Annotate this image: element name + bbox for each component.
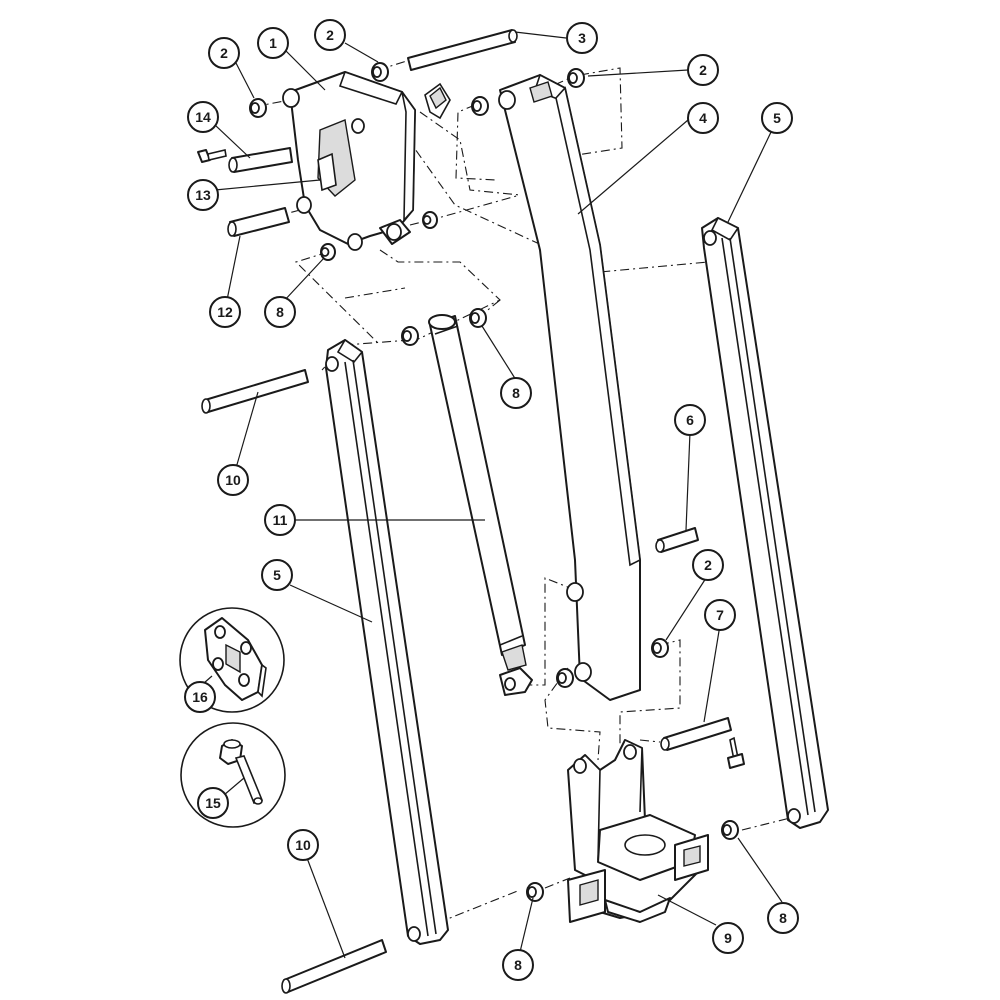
callout-9: 9 bbox=[712, 922, 744, 954]
svg-text:5: 5 bbox=[273, 567, 281, 583]
callout-3: 3 bbox=[566, 22, 598, 54]
callout-8-lower-left: 8 bbox=[502, 949, 534, 981]
callout-10-upper: 10 bbox=[217, 464, 249, 496]
callout-5-right: 5 bbox=[761, 102, 793, 134]
alignment-lines bbox=[234, 59, 791, 931]
svg-text:7: 7 bbox=[716, 607, 724, 623]
callouts: 1 2 2 2 2 3 4 5 5 6 7 8 8 8 8 9 10 10 11… bbox=[184, 19, 799, 981]
pin-10-top bbox=[201, 369, 309, 414]
bushing-arm-bottom-right bbox=[651, 638, 669, 658]
svg-text:1: 1 bbox=[269, 35, 277, 51]
callout-2-top-center: 2 bbox=[314, 19, 346, 51]
bushing-arm-top bbox=[471, 96, 489, 116]
pin-10-bottom bbox=[281, 939, 387, 994]
callout-8-upper-right: 8 bbox=[500, 377, 532, 409]
svg-text:2: 2 bbox=[699, 62, 707, 78]
bushing-plate-right bbox=[422, 211, 438, 229]
callout-7: 7 bbox=[704, 599, 736, 631]
pin-12 bbox=[227, 207, 290, 237]
part-9-base bbox=[567, 739, 709, 923]
pins bbox=[197, 29, 745, 994]
svg-text:8: 8 bbox=[276, 304, 284, 320]
callout-12: 12 bbox=[209, 296, 241, 328]
pin-14 bbox=[228, 147, 293, 173]
detail-15 bbox=[180, 722, 286, 828]
callout-4: 4 bbox=[687, 102, 719, 134]
svg-text:5: 5 bbox=[773, 110, 781, 126]
svg-text:16: 16 bbox=[192, 689, 208, 705]
callout-16: 16 bbox=[184, 681, 216, 713]
bushings bbox=[249, 62, 739, 902]
part-4-boom-arm bbox=[498, 73, 641, 701]
svg-text:3: 3 bbox=[578, 30, 586, 46]
callout-5-left: 5 bbox=[261, 559, 293, 591]
svg-text:9: 9 bbox=[724, 930, 732, 946]
bushing-arm-bottom-left bbox=[556, 668, 574, 688]
bolt-small-top bbox=[197, 149, 227, 163]
svg-text:2: 2 bbox=[220, 45, 228, 61]
bushing-base-right bbox=[721, 820, 739, 840]
svg-text:8: 8 bbox=[514, 957, 522, 973]
callout-2-top-right: 2 bbox=[687, 54, 719, 86]
svg-text:11: 11 bbox=[273, 512, 288, 528]
svg-text:15: 15 bbox=[205, 795, 221, 811]
bushing-cyl-right bbox=[469, 308, 487, 328]
svg-text:8: 8 bbox=[512, 385, 520, 401]
svg-text:12: 12 bbox=[217, 304, 233, 320]
svg-text:8: 8 bbox=[779, 910, 787, 926]
svg-text:2: 2 bbox=[704, 557, 712, 573]
svg-text:13: 13 bbox=[195, 187, 211, 203]
bushing-top-right bbox=[567, 68, 585, 88]
pin-3 bbox=[407, 29, 518, 71]
callout-2-lower: 2 bbox=[692, 549, 724, 581]
bushing-top-left bbox=[249, 98, 267, 118]
callout-15: 15 bbox=[197, 787, 229, 819]
callout-13: 13 bbox=[187, 179, 219, 211]
callout-2-top-left: 2 bbox=[208, 37, 240, 69]
svg-text:14: 14 bbox=[195, 109, 211, 125]
part-5-left-beam bbox=[325, 338, 449, 945]
bushing-base-left bbox=[526, 882, 544, 902]
bushing-cyl-left bbox=[401, 326, 419, 346]
callout-8-upper-left: 8 bbox=[264, 296, 296, 328]
callout-14: 14 bbox=[187, 101, 219, 133]
svg-text:4: 4 bbox=[699, 110, 707, 126]
svg-text:2: 2 bbox=[326, 27, 334, 43]
svg-text:10: 10 bbox=[225, 472, 241, 488]
part-11-cylinder bbox=[428, 314, 533, 696]
bushing-plate-bottom bbox=[320, 243, 336, 261]
callout-8-lower-right: 8 bbox=[767, 902, 799, 934]
part-5-right-beam bbox=[701, 216, 829, 829]
callout-6: 6 bbox=[674, 404, 706, 436]
pin-6 bbox=[655, 527, 699, 553]
callout-11: 11 bbox=[264, 504, 296, 536]
svg-text:6: 6 bbox=[686, 412, 694, 428]
pin-7 bbox=[660, 717, 732, 751]
callout-1: 1 bbox=[257, 27, 289, 59]
part-1-top-bracket bbox=[282, 70, 451, 251]
bushing-top-center bbox=[371, 62, 389, 82]
callout-10-lower: 10 bbox=[287, 829, 319, 861]
svg-text:10: 10 bbox=[295, 837, 311, 853]
bolt-small-base bbox=[727, 736, 745, 769]
